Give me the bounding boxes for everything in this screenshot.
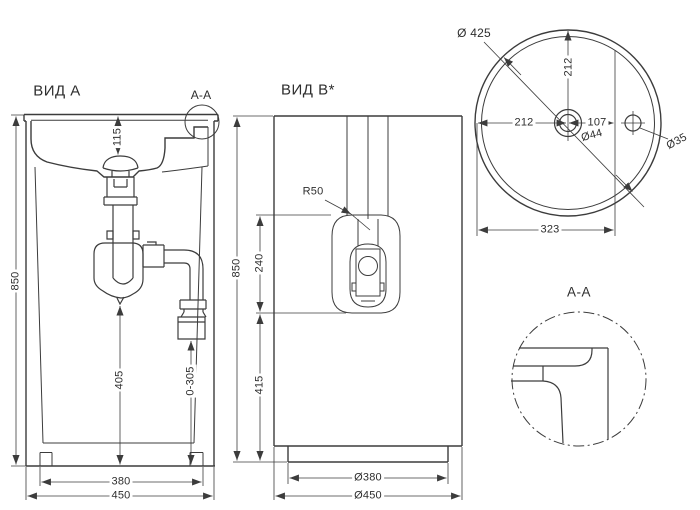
dim-0-305: 0-305	[184, 364, 197, 398]
dim-212-horizontal: 212	[512, 116, 536, 129]
view-a-details	[31, 119, 209, 466]
dim-405: 405	[113, 368, 126, 392]
dim-240: 240	[253, 251, 266, 275]
view-a-dimensions	[11, 104, 220, 500]
dim-212-vertical: 212	[562, 55, 575, 79]
dim-415: 415	[253, 373, 266, 397]
detail-boundary-circle	[511, 311, 647, 447]
view-a-outline	[23, 113, 219, 467]
detail-callout-circle	[184, 104, 220, 140]
dim-450: 450	[109, 489, 133, 502]
dim-107: 107	[585, 116, 609, 129]
detail-callout-label: A-A	[190, 88, 212, 102]
radius-r50: R50	[302, 185, 324, 198]
dim-dia-425: Ø 425	[457, 26, 491, 40]
view-a-title: ВИД A	[33, 82, 81, 100]
dim-dia-450: Ø450	[352, 489, 384, 502]
section-aa	[511, 311, 647, 447]
top-view-dimensions	[476, 31, 669, 236]
dim-850-view-b: 850	[230, 256, 243, 280]
dim-dia-380: Ø380	[352, 471, 384, 484]
section-aa-title: A-A	[566, 284, 592, 300]
dim-323: 323	[538, 223, 562, 236]
dim-380: 380	[109, 475, 133, 488]
view-b-details	[331, 116, 401, 314]
dim-115: 115	[111, 125, 124, 149]
view-b-title: ВИД B*	[281, 81, 335, 99]
view-a-drain-trap	[93, 155, 207, 340]
dim-850-view-a: 850	[9, 269, 22, 293]
